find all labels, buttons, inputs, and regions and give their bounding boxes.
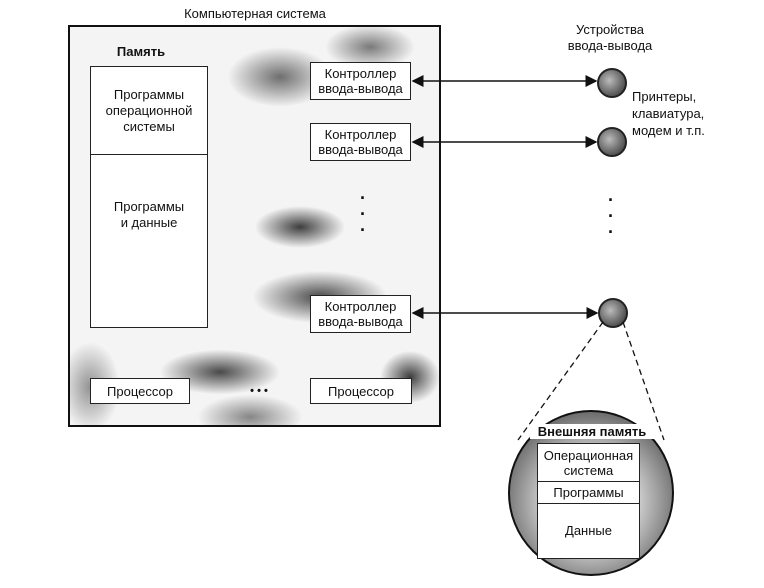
devices-ellipsis: ··· [608, 190, 614, 242]
memory-data-line-2: и данные [120, 215, 178, 230]
controller-3-line-2: ввода-вывода [318, 314, 403, 329]
controller-2-line-2: ввода-вывода [318, 142, 403, 157]
memory-os-line-2: операционной [105, 102, 193, 118]
memory-os-line-3: системы [123, 118, 175, 134]
system-title: Компьютерная система [184, 6, 326, 21]
ext-os-line-1: Операционная [543, 447, 634, 463]
processor-1: Процессор [90, 378, 190, 404]
io-devices-note: Принтеры, клавиатура, модем и т.п. [632, 88, 732, 139]
memory-block: Программы операционной системы Программы… [90, 66, 208, 328]
devices-note-line-2: клавиатура, [632, 106, 705, 121]
io-device-1 [597, 68, 627, 98]
external-memory-title: Внешняя память [530, 424, 654, 439]
io-controller-1: Контроллер ввода-вывода [310, 62, 411, 100]
external-memory-data: Данные [565, 523, 612, 538]
memory-os-programs: Программы операционной системы [91, 67, 207, 155]
controllers-ellipsis: ··· [360, 188, 366, 240]
external-memory-os: Операционная система [538, 444, 639, 482]
io-device-2 [597, 127, 627, 157]
controller-3-line-1: Контроллер [324, 299, 397, 314]
memory-data-line-1: Программы [113, 199, 185, 214]
io-title-line-2: ввода-вывода [567, 38, 653, 53]
zoom-line-left [517, 321, 604, 441]
processor-ellipsis: • • • [250, 385, 268, 397]
controller-2-line-1: Контроллер [324, 127, 397, 142]
ext-os-line-2: система [563, 462, 614, 478]
controller-1-line-1: Контроллер [324, 66, 397, 81]
io-devices-title: Устройства ввода-вывода [555, 22, 665, 54]
zoom-line-right [622, 321, 665, 441]
io-title-line-1: Устройства [575, 22, 644, 37]
memory-os-line-1: Программы [113, 86, 185, 102]
devices-note-line-1: Принтеры, [632, 89, 697, 104]
memory-label: Память [116, 44, 166, 59]
external-memory-programs: Программы [538, 482, 639, 504]
processor-2: Процессор [310, 378, 412, 404]
io-controller-2: Контроллер ввода-вывода [310, 123, 411, 161]
io-controller-3: Контроллер ввода-вывода [310, 295, 411, 333]
memory-programs-data: Программы и данные [91, 155, 207, 275]
external-memory-stack: Операционная система Программы Данные [537, 443, 640, 559]
controller-1-line-2: ввода-вывода [318, 81, 403, 96]
devices-note-line-3: модем и т.п. [632, 123, 705, 138]
